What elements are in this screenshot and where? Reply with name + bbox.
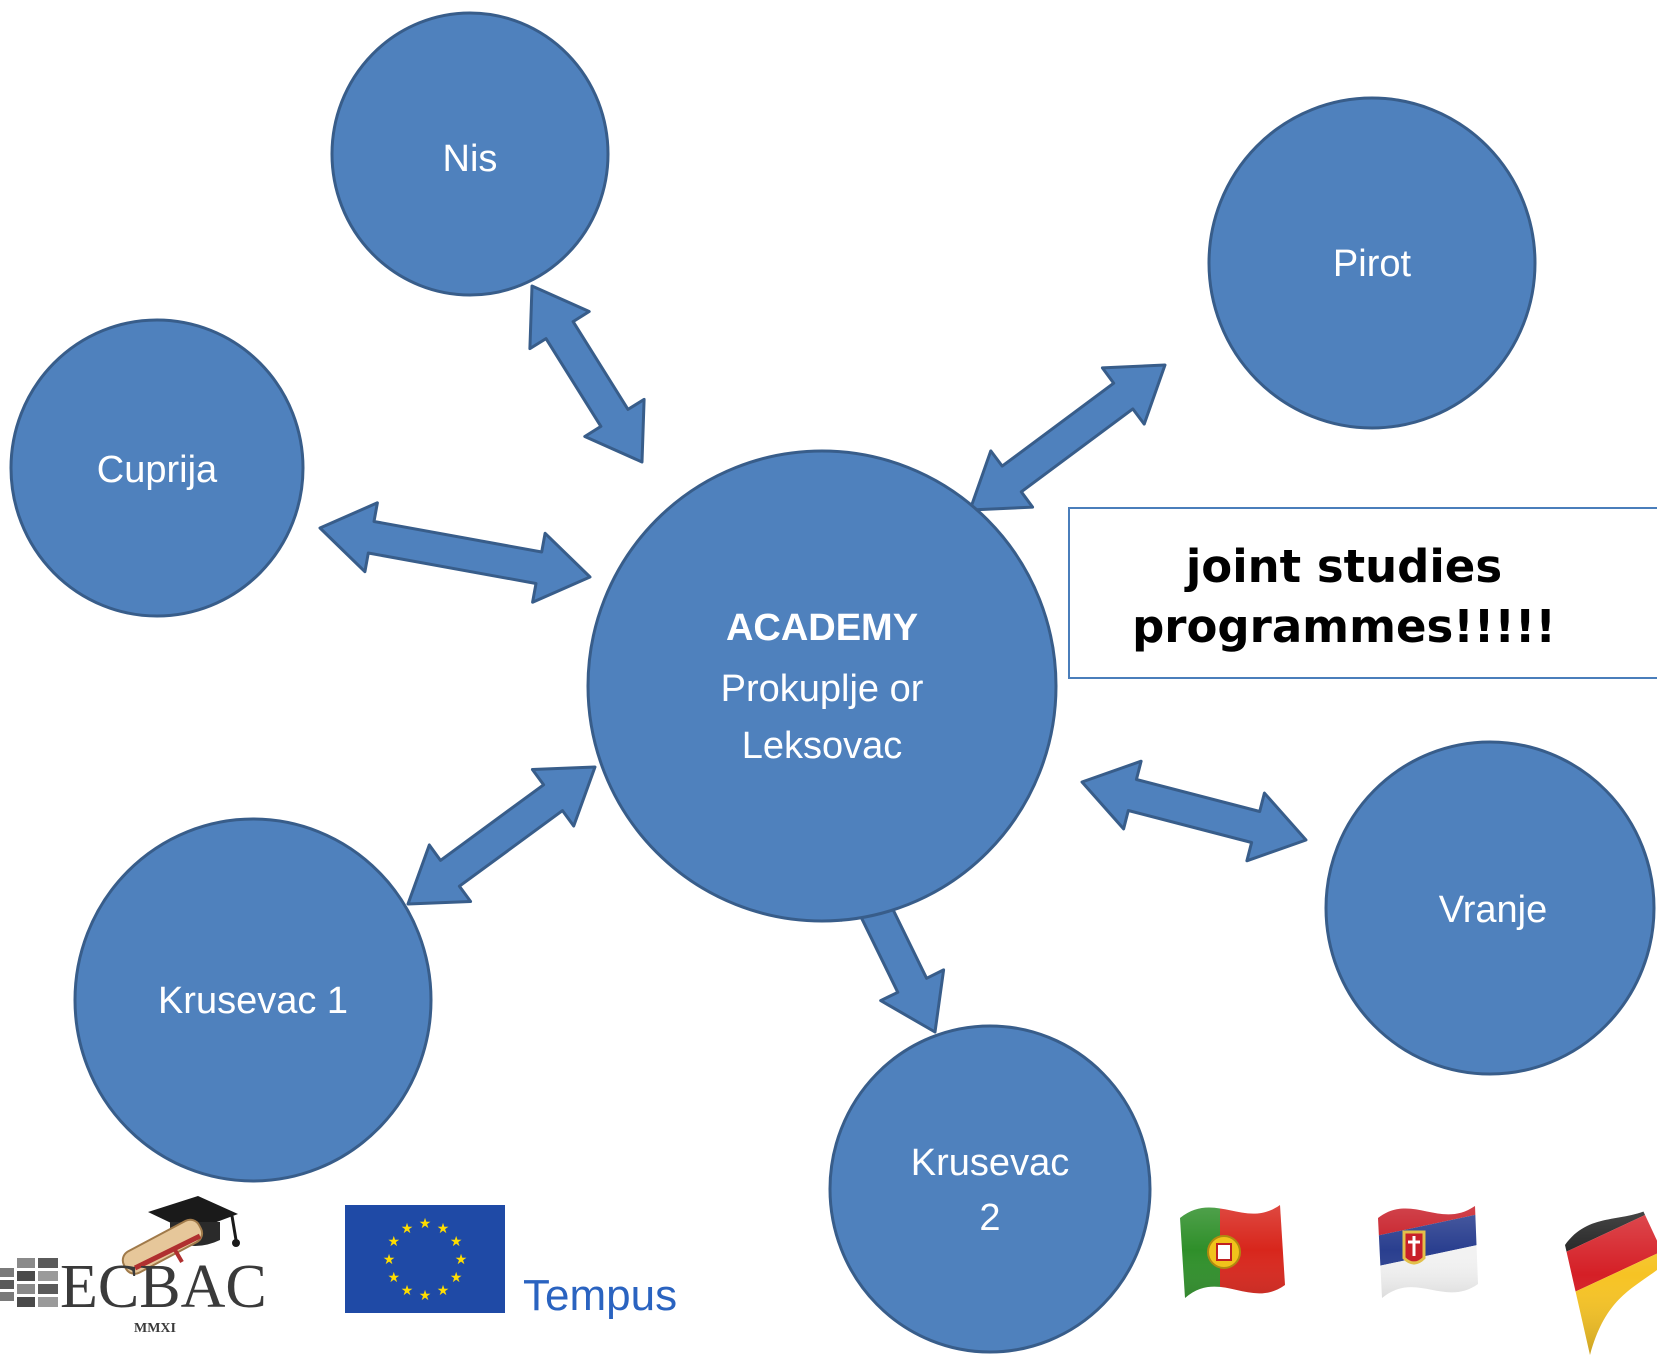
tempus-logo: ★★★★★★★★★★★★ Tempus <box>345 1205 677 1320</box>
eu-star-icon: ★ <box>419 1216 432 1232</box>
callout-text: joint studies programmes!!!!! <box>1070 537 1618 657</box>
arrow-academy-pirot <box>968 363 1167 512</box>
portugal-flag-icon <box>1180 1205 1285 1298</box>
node-nis: Nis <box>330 11 610 297</box>
node-krusevac-2: Krusevac 2 <box>828 1024 1152 1354</box>
node-pirot: Pirot <box>1207 96 1537 430</box>
node-vranje-label: Vranje <box>1439 889 1547 931</box>
joint-studies-callout: joint studies programmes!!!!! <box>1068 507 1657 679</box>
eu-stars-icon: ★★★★★★★★★★★★ <box>383 1216 468 1304</box>
germany-flag-icon <box>1565 1205 1657 1355</box>
academy-line-1: Prokuplje or <box>721 668 924 710</box>
node-krusevac-2-label-line2: 2 <box>979 1197 1000 1239</box>
node-vranje: Vranje <box>1324 740 1656 1076</box>
eu-star-icon: ★ <box>437 1221 450 1237</box>
academy-line-2: Leksovac <box>742 725 903 767</box>
eu-star-icon: ★ <box>388 1270 401 1286</box>
node-krusevac-2-label-line1: Krusevac <box>911 1142 1069 1184</box>
arrow-academy-cuprija <box>318 501 592 604</box>
callout-line-2: programmes!!!!! <box>1132 600 1556 653</box>
eu-star-icon: ★ <box>383 1252 396 1268</box>
node-nis-label: Nis <box>443 138 498 180</box>
ecbac-text: ECBAC <box>60 1253 267 1321</box>
node-cuprija-label: Cuprija <box>97 449 218 491</box>
eu-star-icon: ★ <box>450 1270 463 1286</box>
arrow-academy-krusevac1 <box>406 765 597 906</box>
eu-star-icon: ★ <box>450 1234 463 1250</box>
eu-star-icon: ★ <box>401 1221 414 1237</box>
diploma-scroll-icon <box>121 1218 204 1275</box>
eu-star-icon: ★ <box>401 1283 414 1299</box>
node-krusevac-1: Krusevac 1 <box>73 817 433 1183</box>
ecbac-logo: ECBAC MMXI <box>0 1196 267 1336</box>
node-pirot-label: Pirot <box>1333 243 1412 285</box>
node-academy: ACADEMY Prokuplje or Leksovac <box>586 449 1058 923</box>
academy-title: ACADEMY <box>726 607 918 649</box>
node-cuprija: Cuprija <box>9 318 305 618</box>
eu-star-icon: ★ <box>455 1252 468 1268</box>
eu-flag-icon <box>345 1205 505 1313</box>
arrow-academy-vranje <box>1080 759 1308 863</box>
node-krusevac-1-label: Krusevac 1 <box>158 980 348 1022</box>
arrow-academy-nis <box>528 284 646 464</box>
serbia-flag-icon <box>1378 1206 1478 1298</box>
eu-star-icon: ★ <box>419 1288 432 1304</box>
callout-line-1: joint studies <box>1185 540 1503 593</box>
tempus-text: Tempus <box>523 1271 677 1320</box>
eu-star-icon: ★ <box>388 1234 401 1250</box>
ecbac-blocks-icon <box>0 1258 58 1307</box>
eu-star-icon: ★ <box>437 1283 450 1299</box>
ecbac-subtitle: MMXI <box>134 1321 176 1336</box>
